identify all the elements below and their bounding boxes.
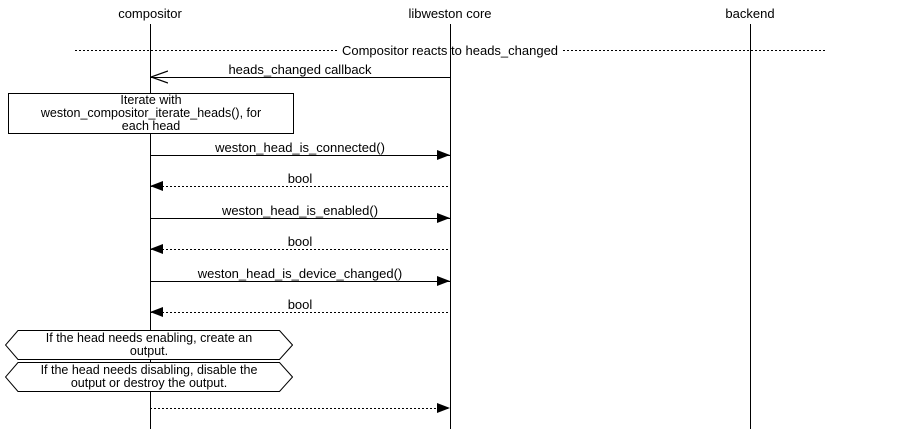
message-label: weston_head_is_device_changed() — [197, 266, 403, 281]
note-iterate-heads: Iterate with weston_compositor_iterate_h… — [8, 93, 294, 134]
participant-label-compositor: compositor — [118, 6, 182, 21]
message-return-bool-1: bool — [150, 172, 450, 191]
note-head-needs-disabling: If the head needs disabling, disable the… — [5, 362, 293, 392]
open-arrowhead-icon — [150, 70, 168, 84]
filled-arrowhead-icon — [437, 150, 450, 160]
message-line — [150, 155, 450, 156]
message-line — [150, 281, 450, 282]
message-return-bool-2: bool — [150, 235, 450, 254]
message-label: bool — [287, 297, 313, 312]
message-line — [150, 408, 450, 409]
message-line — [150, 186, 450, 187]
message-line — [150, 218, 450, 219]
message-weston-head-is-device-changed: weston_head_is_device_changed() — [150, 267, 450, 286]
participant-label-backend: backend — [725, 6, 775, 21]
lifeline-libweston-core — [450, 24, 451, 429]
filled-arrowhead-icon — [150, 244, 163, 254]
filled-arrowhead-icon — [437, 276, 450, 286]
participant-label-libweston-core: libweston core — [408, 6, 492, 21]
lifeline-compositor — [150, 24, 151, 429]
message-return-bool-3: bool — [150, 298, 450, 317]
lifeline-backend — [750, 24, 751, 429]
message-line — [150, 312, 450, 313]
divider-label: Compositor reacts to heads_changed — [0, 43, 900, 58]
hexagon-outline — [5, 362, 293, 392]
filled-arrowhead-icon — [437, 403, 450, 413]
filled-arrowhead-icon — [150, 307, 163, 317]
message-label: weston_head_is_enabled() — [221, 203, 379, 218]
message-weston-head-is-connected: weston_head_is_connected() — [150, 141, 450, 160]
message-line — [150, 77, 450, 78]
message-label: weston_head_is_connected() — [215, 140, 385, 155]
message-line — [150, 249, 450, 250]
message-unlabeled-return — [150, 403, 450, 413]
message-weston-head-is-enabled: weston_head_is_enabled() — [150, 204, 450, 223]
note-head-needs-enabling: If the head needs enabling, create an ou… — [5, 330, 293, 360]
filled-arrowhead-icon — [437, 213, 450, 223]
filled-arrowhead-icon — [150, 181, 163, 191]
hexagon-outline — [5, 330, 293, 360]
message-label: bool — [287, 171, 313, 186]
message-heads-changed-callback: heads_changed callback — [150, 63, 450, 84]
message-label: bool — [287, 234, 313, 249]
message-label: heads_changed callback — [228, 62, 372, 77]
